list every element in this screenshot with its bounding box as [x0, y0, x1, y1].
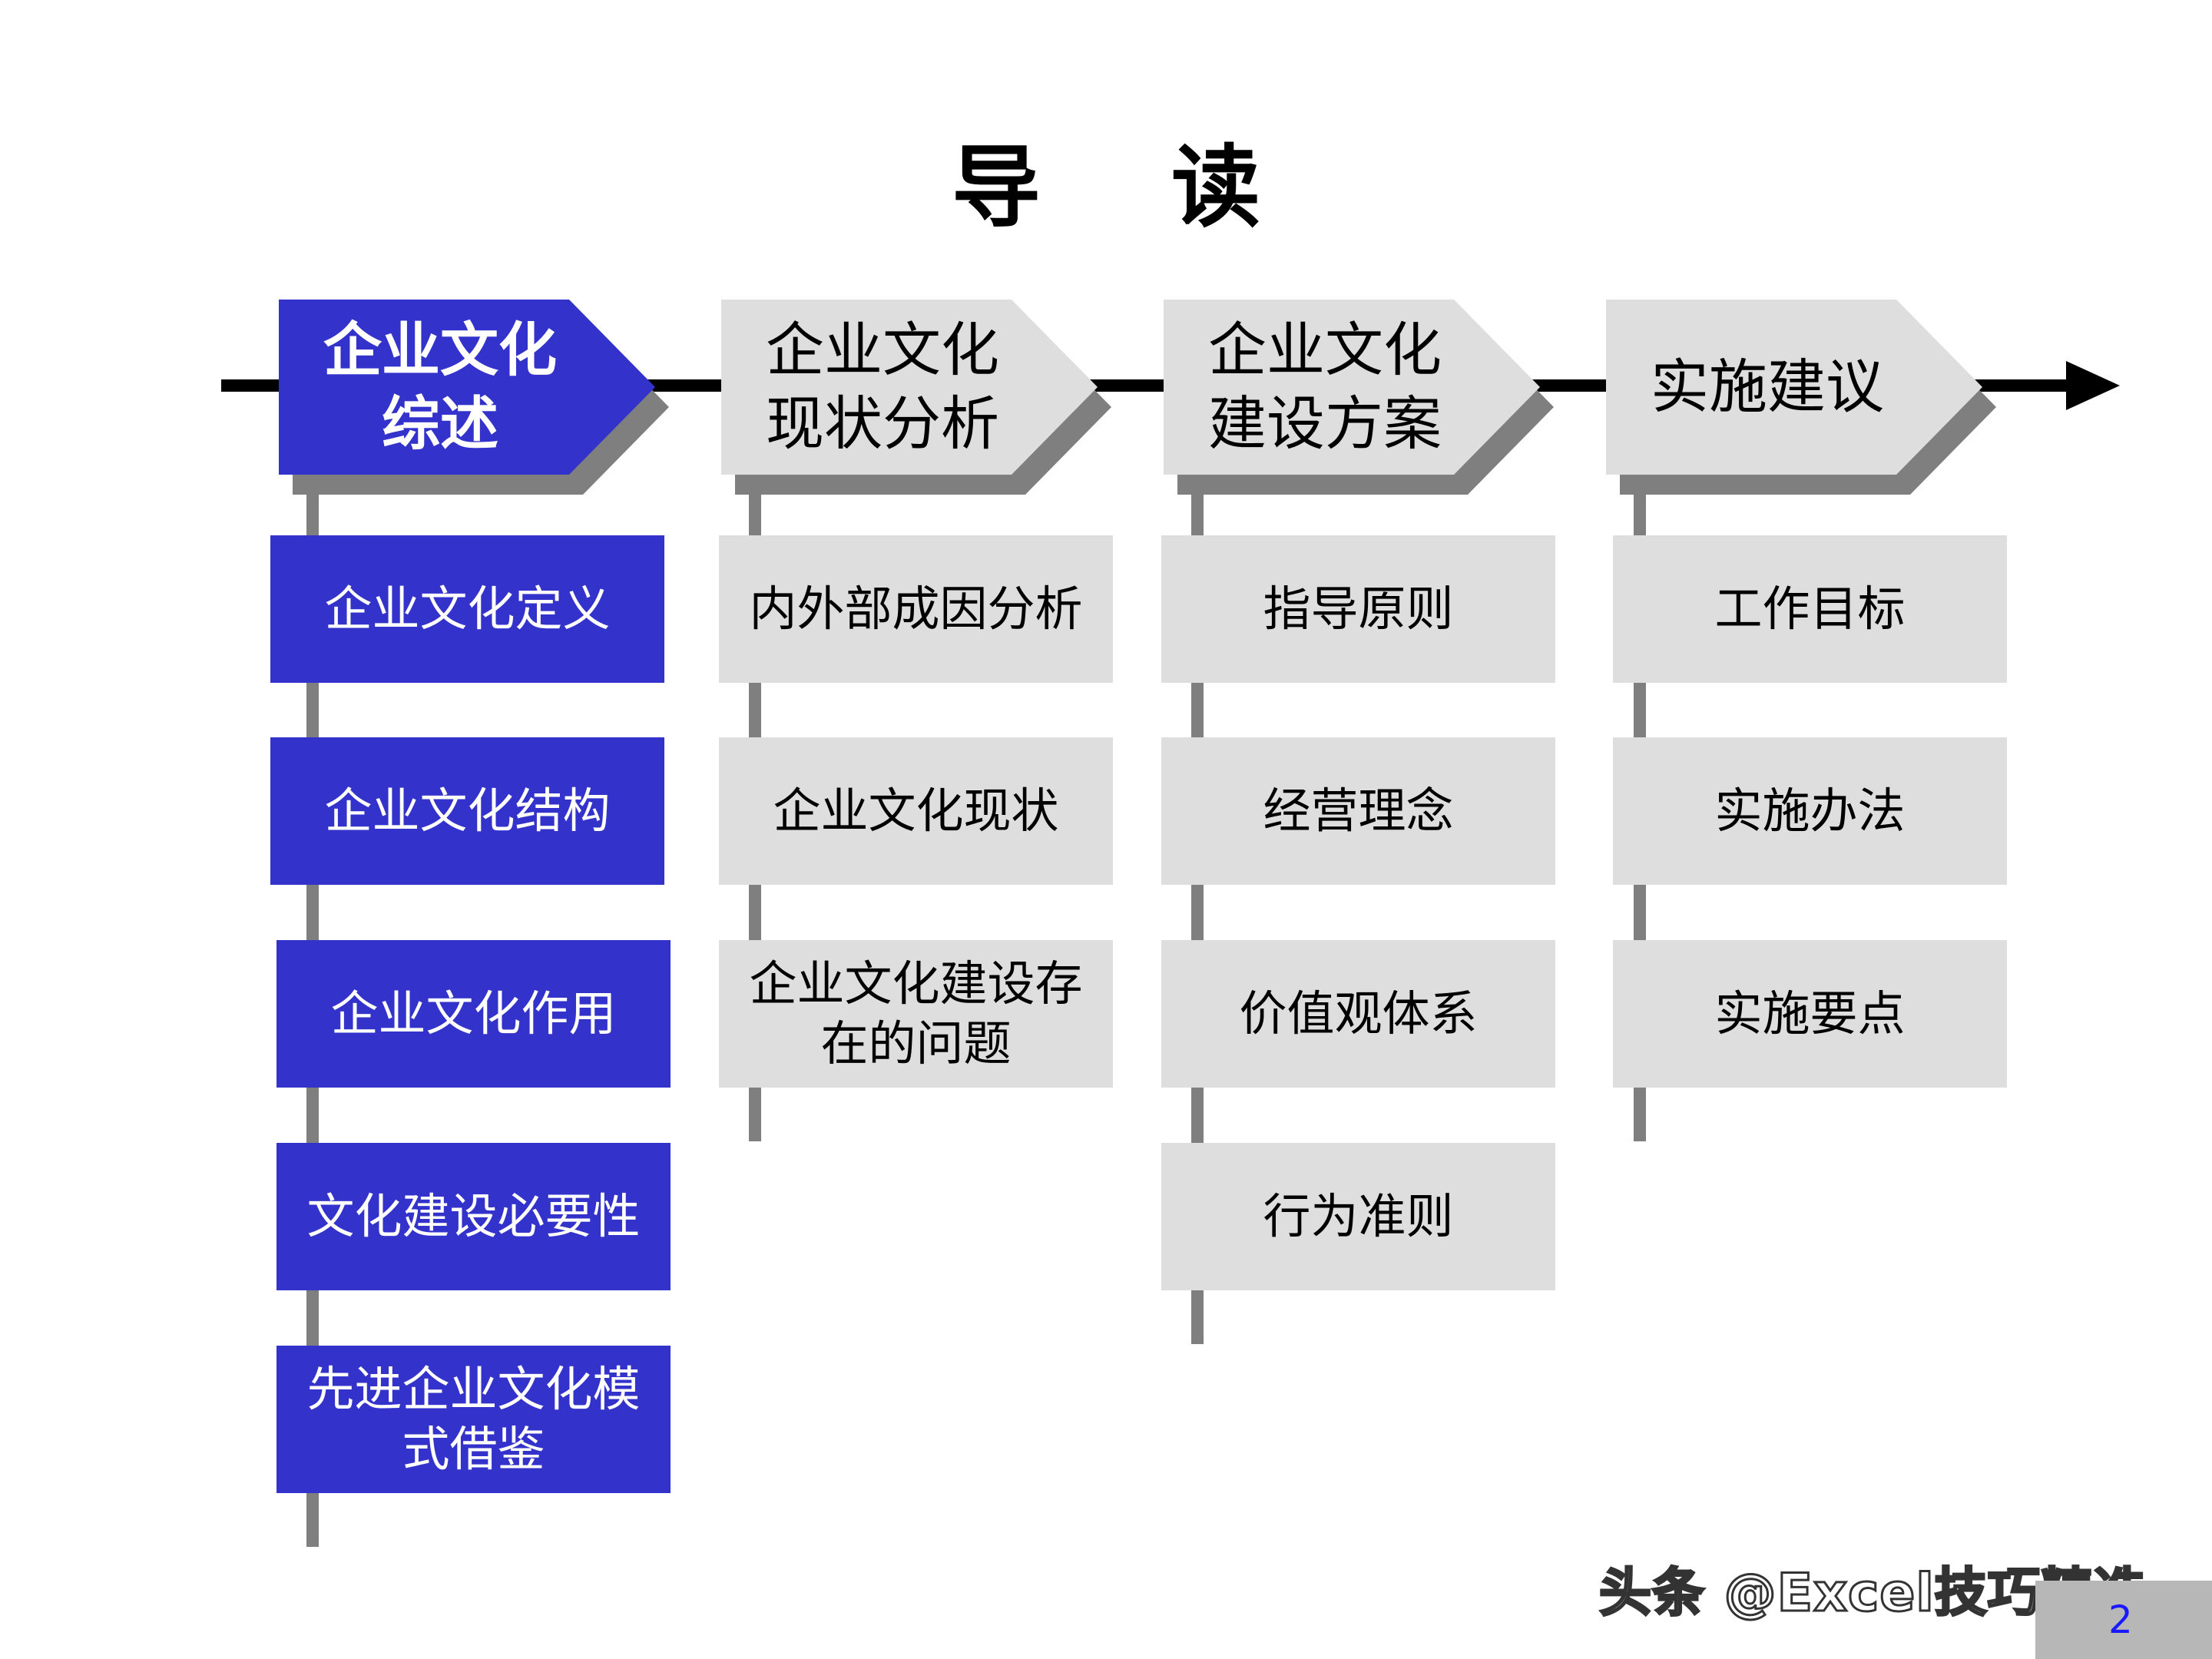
phase-label-text: 企业文化综述 [323, 316, 557, 458]
phase-item-text: 行为准则 [1263, 1188, 1454, 1244]
phase-item-text: 企业文化建设存在的问题 [749, 955, 1083, 1071]
phase-item-text: 先进企业文化模式借鉴 [306, 1361, 641, 1477]
phase-item-text: 实施办法 [1714, 783, 1906, 839]
phase-item-text: 经营理念 [1263, 783, 1454, 839]
phase-3-item-1: 指导原则 [1161, 535, 1555, 683]
phase-2-item-2: 企业文化现状 [719, 737, 1113, 885]
phase-item-text: 企业文化定义 [324, 581, 611, 637]
phase-1-item-4: 文化建设必要性 [276, 1143, 671, 1290]
phase-arrow-4 [1606, 300, 1982, 475]
phase-label-1: 企业文化综述 [279, 300, 601, 475]
phase-item-text: 实施要点 [1714, 985, 1906, 1041]
phase-item-text: 指导原则 [1263, 581, 1454, 637]
phase-arrow-3 [1164, 300, 1540, 475]
phase-label-3: 企业文化建设方案 [1164, 300, 1486, 475]
phase-1-item-3: 企业文化作用 [276, 940, 671, 1088]
timeline-arrow-head [2066, 361, 2120, 410]
phase-item-text: 企业文化结构 [324, 783, 611, 839]
phase-arrow-2 [721, 300, 1098, 475]
phase-label-text: 实施建议 [1651, 353, 1884, 421]
phase-label-text: 企业文化建设方案 [1208, 316, 1442, 458]
phase-arrow-1 [279, 300, 655, 475]
phase-label-2: 企业文化现状分析 [721, 300, 1044, 475]
phase-2-item-1: 内外部成因分析 [719, 535, 1113, 683]
phase-item-text: 文化建设必要性 [306, 1188, 641, 1244]
phase-3-item-2: 经营理念 [1161, 737, 1555, 885]
phase-4-item-2: 实施办法 [1613, 737, 2007, 885]
phase-1-item-1: 企业文化定义 [270, 535, 664, 683]
phase-1-item-2: 企业文化结构 [270, 737, 664, 885]
phase-label-4: 实施建议 [1606, 300, 1929, 475]
phase-3-item-4: 行为准则 [1161, 1143, 1555, 1290]
phase-item-text: 内外部成因分析 [749, 581, 1083, 637]
phase-2-item-3: 企业文化建设存在的问题 [719, 940, 1113, 1088]
phase-label-text: 企业文化现状分析 [766, 316, 999, 458]
phase-item-text: 企业文化作用 [330, 985, 617, 1041]
phase-4-item-1: 工作目标 [1613, 535, 2007, 683]
phase-1-item-5: 先进企业文化模式借鉴 [276, 1346, 671, 1493]
phase-item-text: 价值观体系 [1239, 985, 1478, 1041]
phase-4-item-3: 实施要点 [1613, 940, 2007, 1088]
phase-item-text: 企业文化现状 [773, 783, 1059, 839]
phase-3-item-3: 价值观体系 [1161, 940, 1555, 1088]
page-title: 导读 [952, 136, 1391, 240]
page-number: 2 [2035, 1581, 2212, 1659]
phase-item-text: 工作目标 [1714, 581, 1906, 637]
phase-vertical-line-3 [1191, 475, 1204, 1344]
